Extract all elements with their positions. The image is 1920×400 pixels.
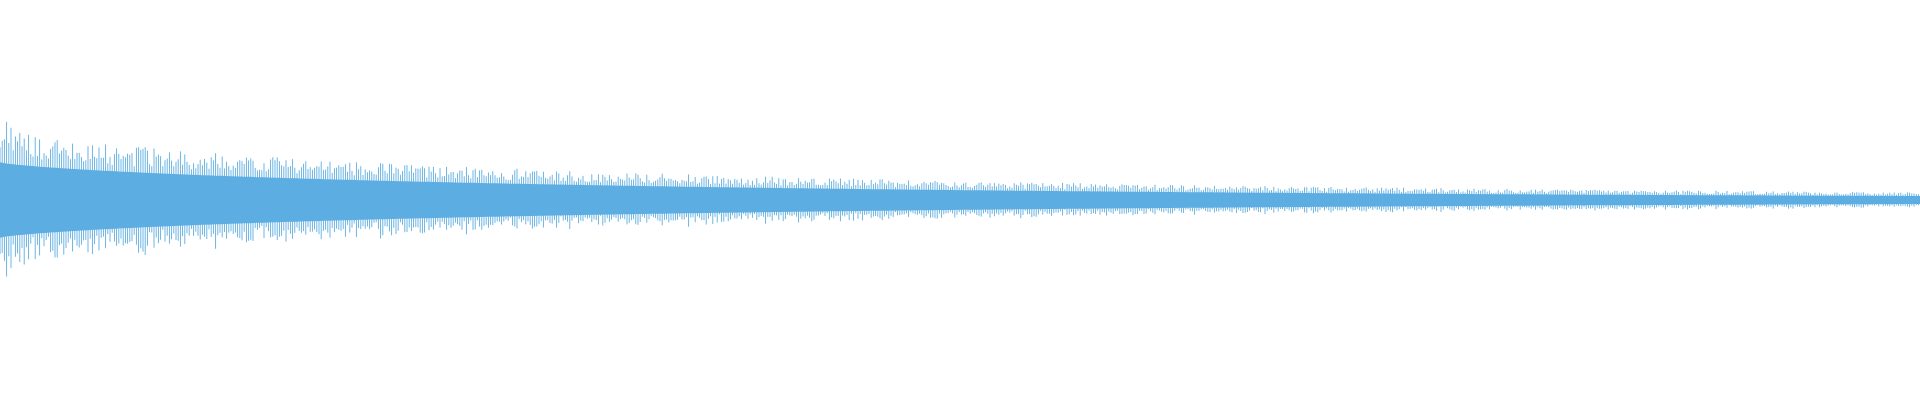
waveform-peaks xyxy=(0,121,1919,277)
waveform-core xyxy=(0,162,1920,238)
waveform-strokes xyxy=(0,121,1920,277)
